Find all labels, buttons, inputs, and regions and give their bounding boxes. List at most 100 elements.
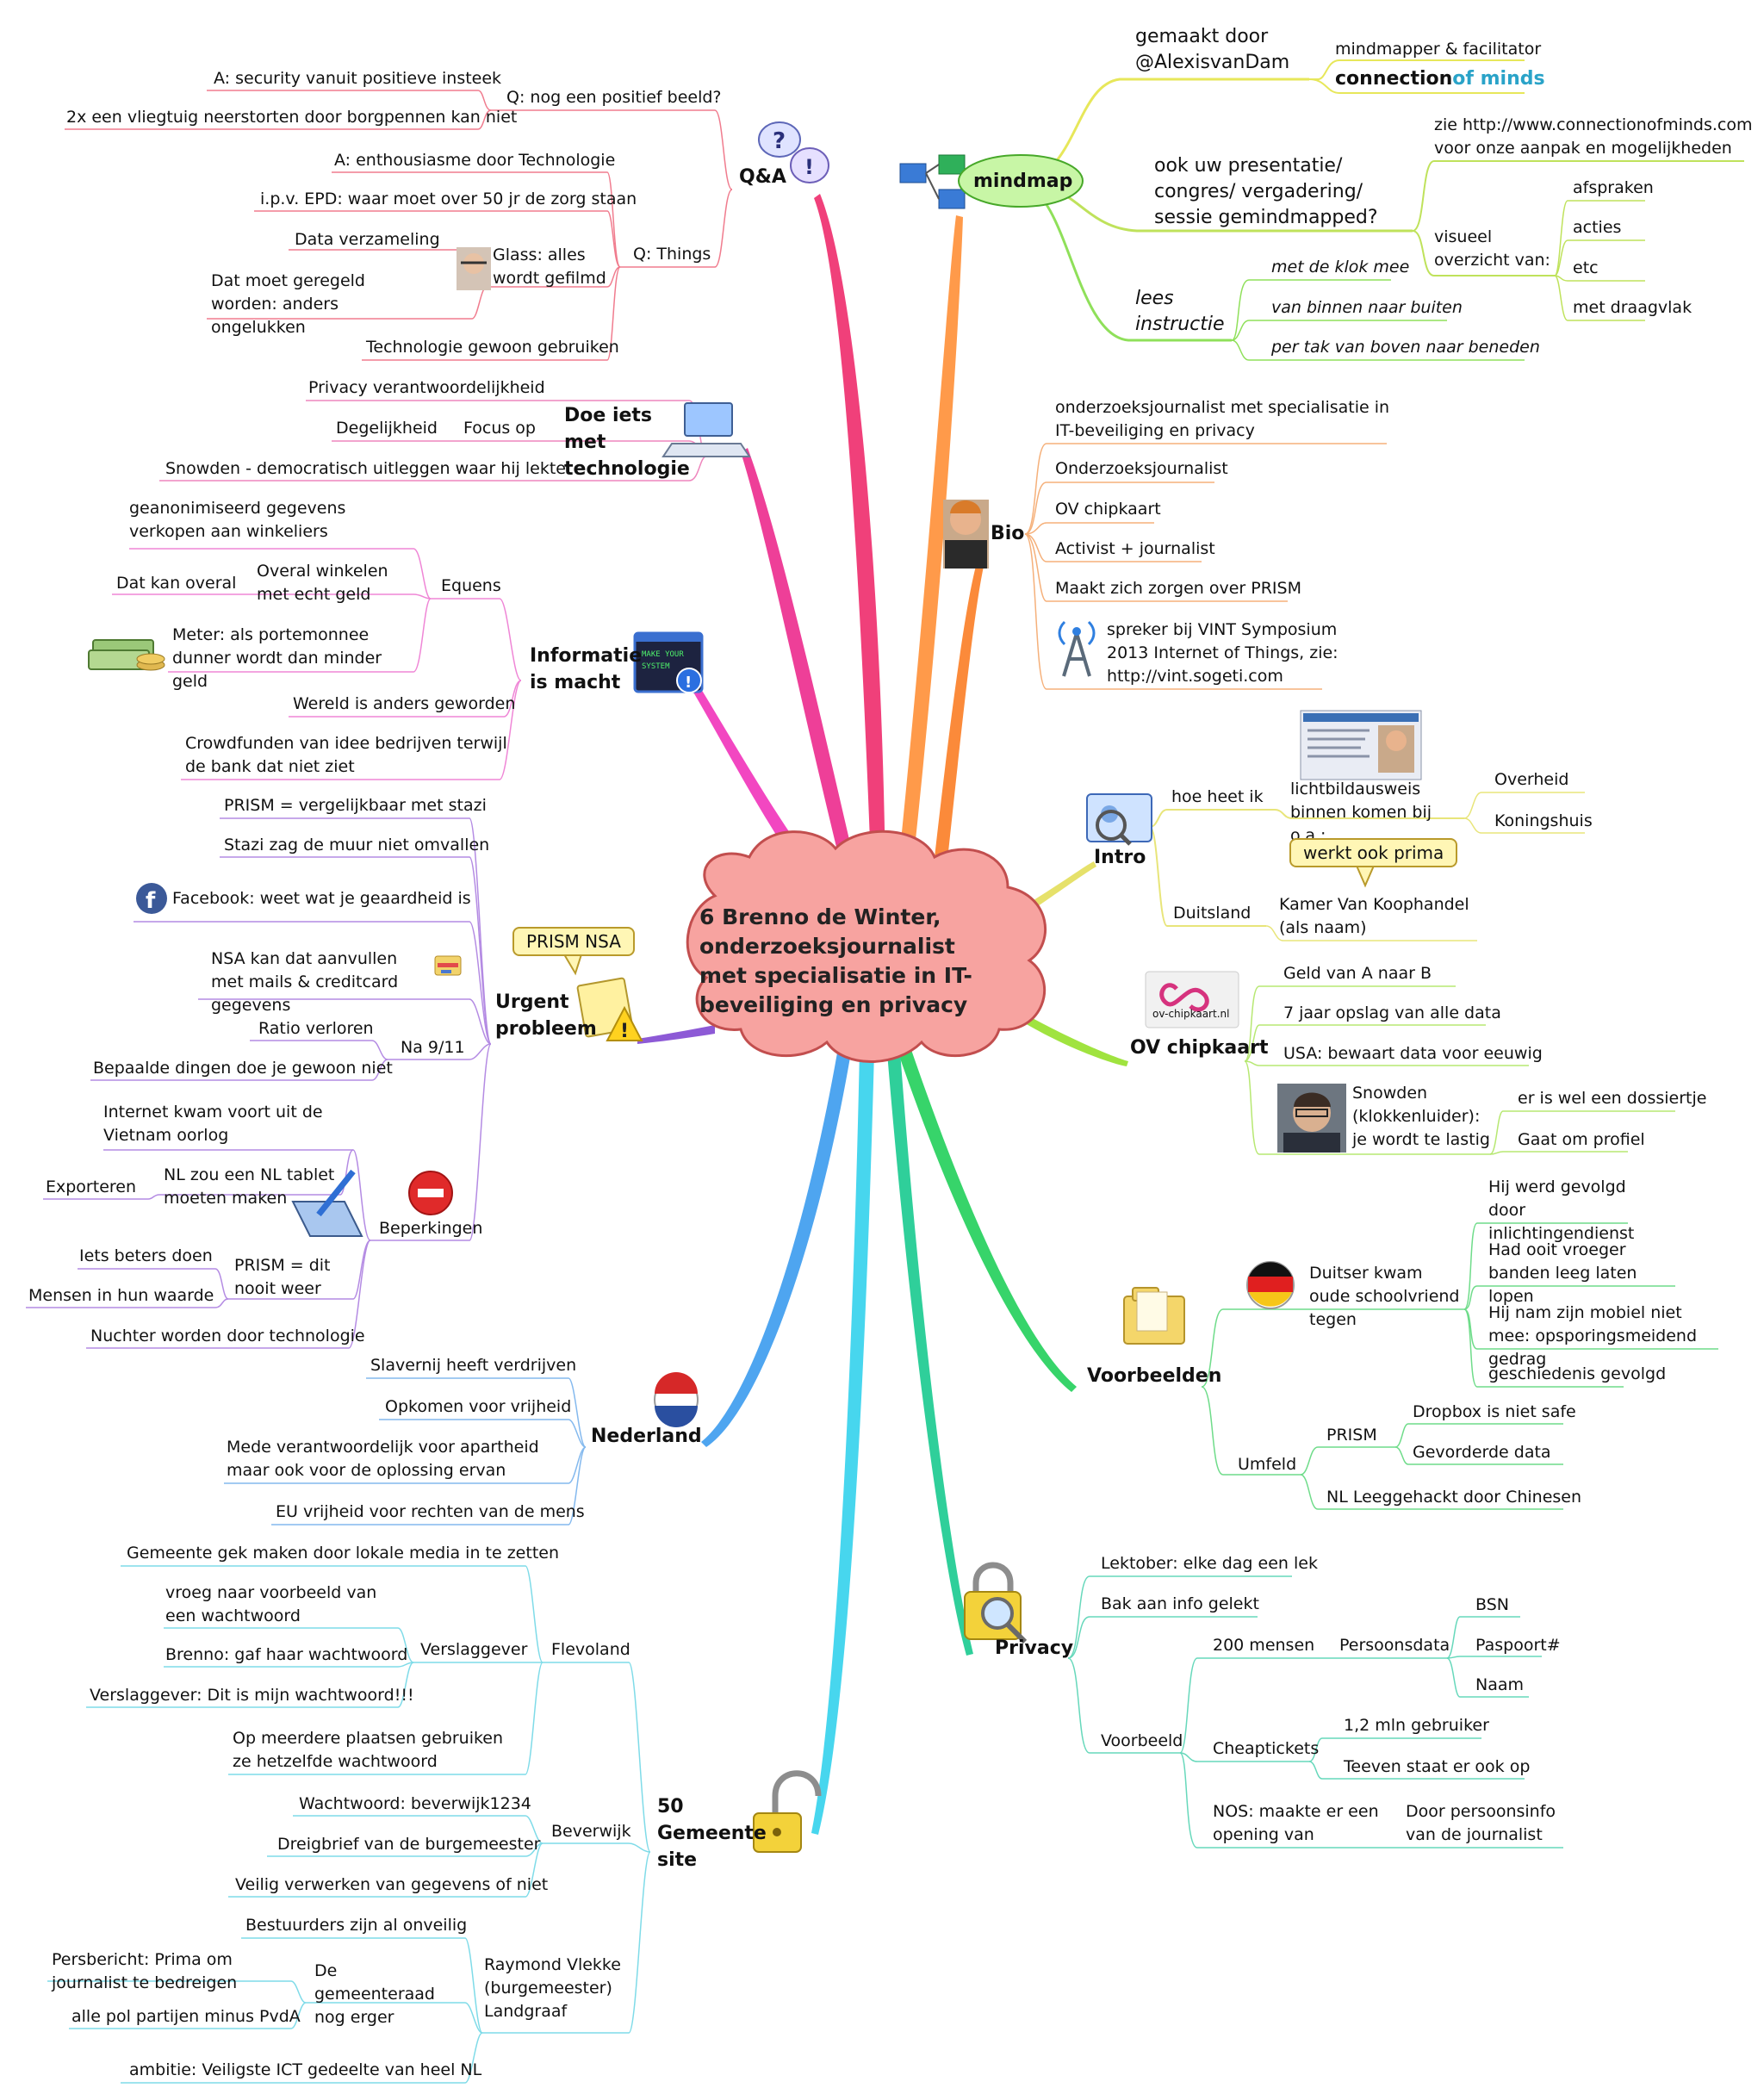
bio-node[interactable]: Bio: [991, 523, 1025, 544]
german-flag-icon: [1246, 1261, 1295, 1309]
visual-item: afspraken: [1573, 178, 1654, 197]
duitser-item: Had ooit vroeger banden leeg laten lopen: [1488, 1240, 1637, 1306]
svg-text:MAKE YOUR: MAKE YOUR: [642, 650, 684, 659]
ov-item: Geld van A naar B: [1283, 964, 1432, 983]
intro-node[interactable]: Intro: [1094, 847, 1146, 868]
privacy-cheap-item: 1,2 mln gebruiker: [1344, 1716, 1489, 1735]
bio-item: Maakt zich zorgen over PRISM: [1055, 579, 1301, 598]
ov-snowden-item: Gaat om profiel: [1518, 1130, 1645, 1149]
privacy-pd-item: Naam: [1475, 1675, 1525, 1694]
connection-of-minds-logo: connectionof minds: [1335, 67, 1545, 90]
doeiets-item: Snowden - democratisch uitleggen waar hi…: [165, 459, 566, 478]
padlock-open-icon: [753, 1770, 822, 1853]
voorbeelden-node[interactable]: Voorbeelden: [1087, 1365, 1222, 1387]
privacy-item: Bak aan info gelekt: [1101, 1594, 1259, 1613]
svg-text:!: !: [685, 674, 692, 692]
terminal-window-icon: MAKE YOUR SYSTEM !: [633, 631, 704, 693]
duitser-item: Hij werd gevolgd door inlichtingendienst: [1488, 1177, 1635, 1243]
voorbeelden-lines: [1201, 1222, 1718, 1510]
site-node: zie http://www.connectionofminds.com voo…: [1434, 115, 1753, 158]
urgent-node[interactable]: Urgent probleem: [495, 991, 597, 1040]
qa-q1-node: Q: nog een positief beeld?: [506, 88, 722, 107]
credit-card-icon: [434, 955, 462, 976]
privacy-mensen-node: 200 mensen: [1213, 1636, 1315, 1655]
informatie-wereld-node: Wereld is anders geworden: [293, 694, 516, 713]
visual-node: visueel overzicht van:: [1434, 227, 1550, 270]
gemeente-verslaggever-node: Verslaggever: [420, 1640, 528, 1659]
urgent-item: PRISM = vergelijkbaar met stazi: [224, 796, 487, 815]
question-bubbles-icon: ? !: [758, 121, 829, 183]
svg-text:?: ?: [773, 128, 786, 154]
informatie-equens-node: Equens: [441, 576, 501, 595]
privacy-lines: [1067, 1575, 1563, 1849]
ov-lines: [1244, 985, 1675, 1155]
callout-pointer-urgent: [562, 954, 583, 976]
doeiets-node[interactable]: Doe iets met technologie: [564, 405, 690, 480]
branch-privacy: [887, 1051, 973, 1656]
gemeente-raad-item: alle pol partijen minus PvdA: [71, 2007, 301, 2026]
gemeente-bv-item: Veilig verwerken van gegevens of niet: [235, 1875, 549, 1894]
qa-q2-item: i.p.v. EPD: waar moet over 50 jr de zorg…: [260, 190, 637, 208]
callout-pointer-intro: [1355, 865, 1376, 888]
offer-node: ook uw presentatie/ congres/ vergadering…: [1154, 155, 1378, 228]
branch-mindmap: [896, 215, 963, 896]
tablet-pen-icon: [291, 1169, 363, 1237]
bio-item: Onderzoeksjournalist: [1055, 459, 1228, 478]
gemeente-ambitie-node: ambitie: Veiligste ICT gedeelte van heel…: [129, 2060, 482, 2079]
informatie-anon-node: geanonimiseerd gegevens verkopen aan win…: [129, 499, 346, 541]
informatie-overal-node: Overal winkelen met echt geld: [257, 562, 388, 604]
urgent-pd-item: Iets beters doen: [79, 1246, 213, 1265]
privacy-nos-item: Door persoonsinfo van de journalist: [1406, 1802, 1556, 1844]
qa-glass-node: Glass: alles wordt gefilmd: [493, 245, 606, 288]
gemeente-fl-top: Gemeente gek maken door lokale media in …: [127, 1544, 559, 1563]
bio-lines: [1024, 443, 1387, 690]
intro-hoe-node: hoe heet ik: [1171, 787, 1264, 806]
informatie-overal-item: Dat kan overal: [116, 574, 237, 593]
umfeld-prism-node: PRISM: [1326, 1426, 1377, 1445]
ov-item: 7 jaar opslag van alle data: [1283, 1004, 1501, 1022]
qa-lines: [65, 90, 733, 361]
logo-text-a: connection: [1335, 68, 1453, 90]
duitser-item: geschiedenis gevolgd: [1488, 1364, 1667, 1383]
qa-q1-item: 2x een vliegtuig neerstorten door borgpe…: [66, 108, 518, 127]
dutch-flag-icon: [654, 1372, 699, 1427]
privacy-node[interactable]: Privacy: [995, 1637, 1074, 1659]
informatie-node[interactable]: Informatie is macht: [530, 645, 643, 693]
gemeente-raymond-node: Raymond Vlekke (burgemeester) Landgraaf: [484, 1955, 621, 2021]
gemeente-vs-item: Brenno: gaf haar wachtwoord: [165, 1645, 408, 1664]
gemeente-fl-bottom: Op meerdere plaatsen gebruiken ze hetzel…: [233, 1729, 504, 1771]
glass-user-photo: [457, 247, 491, 290]
gemeente-vs-item: Verslaggever: Dit is mijn wachtwoord!!!: [90, 1686, 414, 1705]
privacy-item: Lektober: elke dag een lek: [1101, 1554, 1318, 1573]
gemeente-node[interactable]: 50 Gemeente site: [657, 1796, 767, 1871]
ov-chipkaart-logo: [1145, 971, 1239, 1028]
intro-kvk-node: Kamer Van Koophandel (als naam): [1279, 895, 1469, 937]
made-by-node: gemaakt door @AlexisvanDam: [1135, 26, 1290, 73]
facilitator-node: mindmapper & facilitator: [1335, 40, 1542, 59]
snowden-photo: [1277, 1084, 1346, 1153]
umfeld-prism-item: Dropbox is niet safe: [1413, 1402, 1576, 1421]
svg-text:!: !: [620, 1021, 629, 1042]
qa-node[interactable]: Q&A: [739, 166, 786, 188]
bio-item: spreker bij VINT Symposium 2013 Internet…: [1107, 620, 1339, 686]
urgent-item: NSA kan dat aanvullen met mails & credit…: [211, 949, 399, 1015]
qa-tech-node: Technologie gewoon gebruiken: [366, 338, 619, 357]
intro-callout: werkt ook prima: [1289, 838, 1458, 867]
branch-voorbeelden: [896, 1042, 1077, 1392]
urgent-beperkingen-node: Beperkingen: [379, 1219, 483, 1238]
duitser-item: Hij nam zijn mobiel niet mee: opsporings…: [1488, 1303, 1698, 1369]
intro-pass-node: lichtbildausweis binnen komen bij o.a.:: [1290, 780, 1432, 845]
urgent-bp-top-node: Internet kwam voort uit de Vietnam oorlo…: [103, 1103, 323, 1145]
nederland-item: Opkomen voor vrijheid: [385, 1397, 572, 1416]
ov-node[interactable]: OV chipkaart: [1130, 1037, 1269, 1059]
visual-item: acties: [1573, 218, 1622, 237]
urgent-item: Stazi zag de muur niet omvallen: [224, 836, 490, 854]
branch-bio: [930, 560, 984, 900]
svg-text:f: f: [146, 888, 156, 914]
id-card-photo: [1300, 710, 1422, 780]
mindmap-node[interactable]: mindmap: [973, 171, 1073, 192]
privacy-voorbeeld-node: Voorbeeld: [1101, 1731, 1183, 1750]
nederland-node[interactable]: Nederland: [591, 1426, 702, 1447]
urgent-nuchter-node: Nuchter worden door technologie: [90, 1327, 365, 1345]
urgent-na911-node: Na 9/11: [401, 1038, 465, 1057]
